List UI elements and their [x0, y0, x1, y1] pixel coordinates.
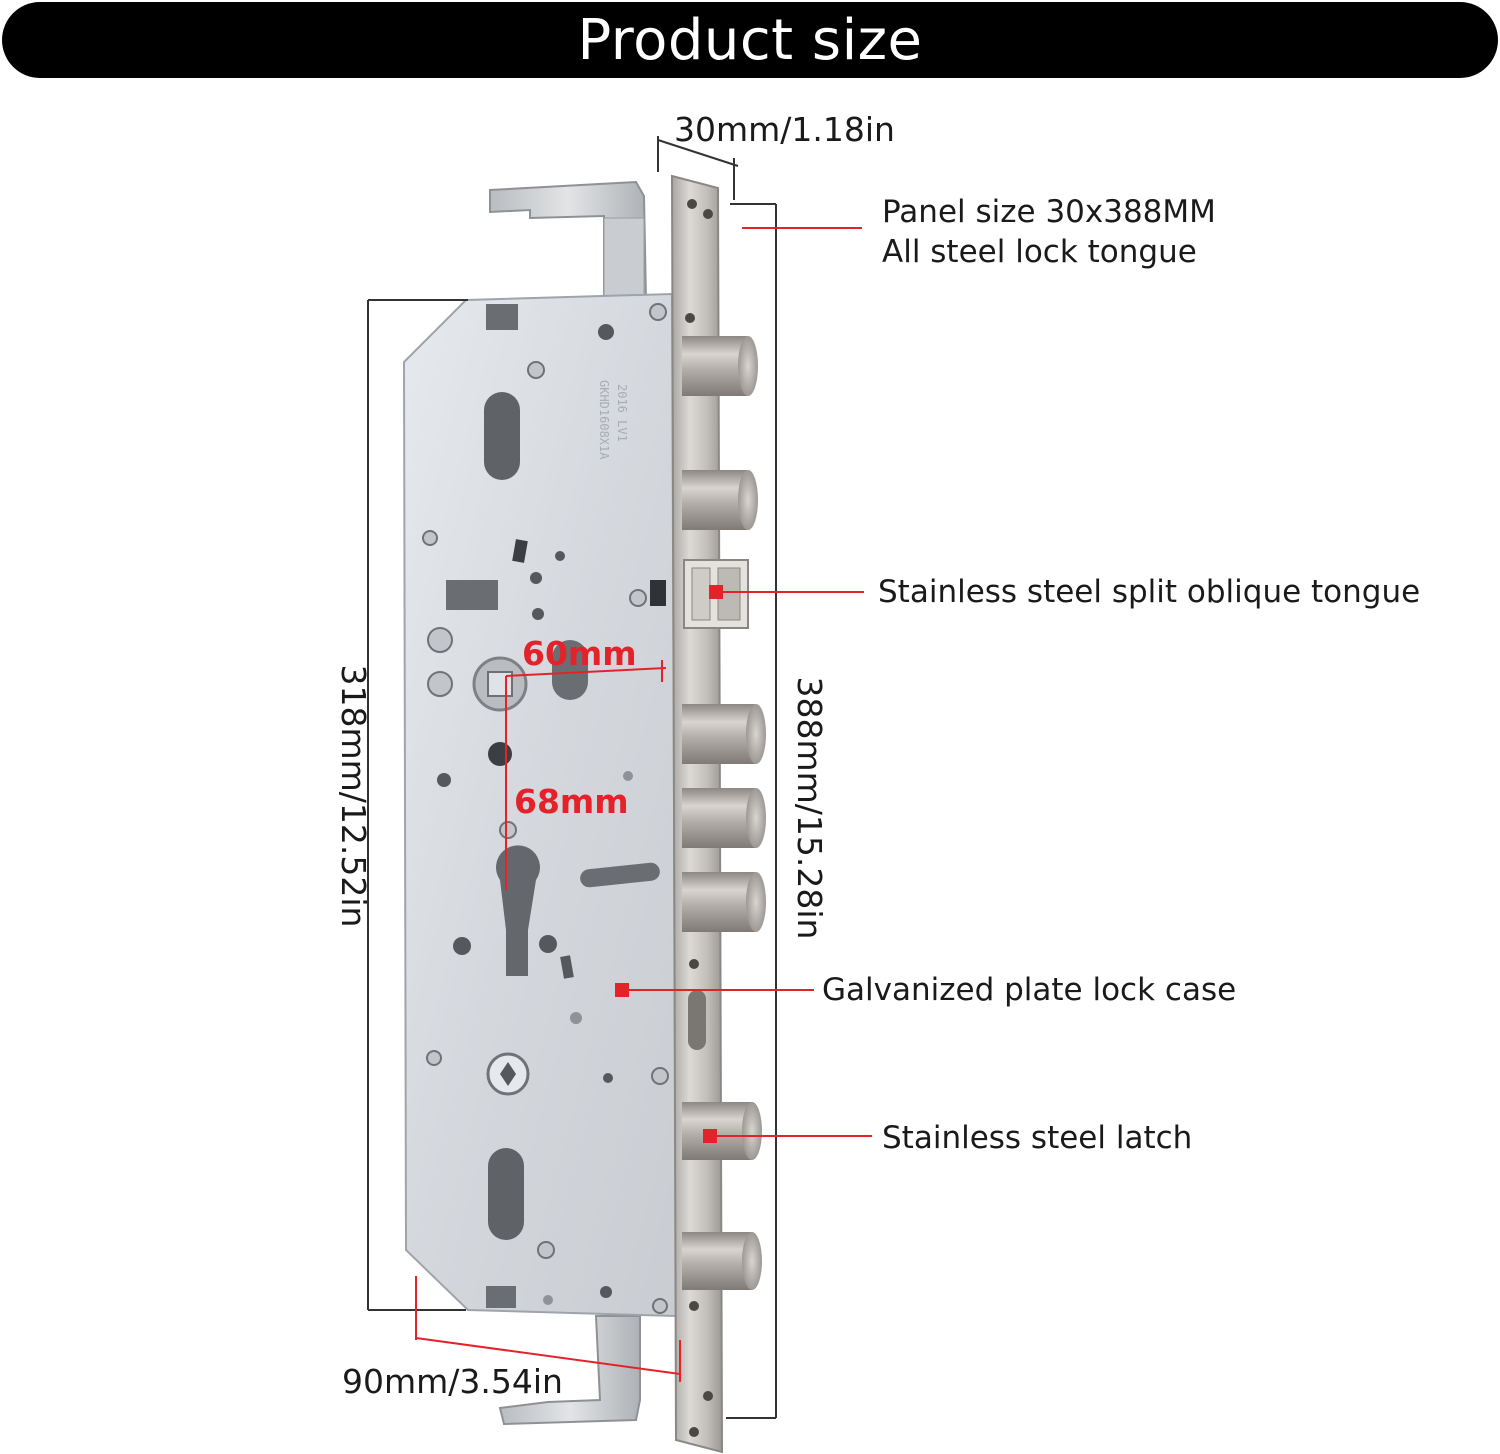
- panel-size-callout: Panel size 30x388MM: [882, 194, 1216, 230]
- case-length-label: 318mm/12.52in: [334, 664, 373, 928]
- page-title: Product size: [577, 7, 923, 73]
- header-banner: Product size: [2, 2, 1498, 78]
- panel-length-label: 388mm/15.28in: [790, 676, 829, 940]
- handle-cylinder-distance-label: 68mm: [514, 782, 629, 821]
- oblique-tongue-callout: Stainless steel split oblique tongue: [878, 574, 1421, 610]
- handle-offset-label: 60mm: [522, 634, 637, 673]
- panel-width-label: 30mm/1.18in: [674, 110, 895, 149]
- red-dimension-lines: [415, 227, 872, 1382]
- lock-case-callout: Galvanized plate lock case: [822, 972, 1237, 1008]
- bottom-hook: [498, 1315, 641, 1426]
- callout-dots: [615, 585, 723, 1143]
- svg-text:2016 LV1: 2016 LV1: [615, 384, 629, 442]
- top-hook: [489, 180, 648, 301]
- bolts: [682, 336, 766, 1290]
- lock-tongue-callout: All steel lock tongue: [882, 234, 1197, 270]
- latch-callout: Stainless steel latch: [882, 1120, 1193, 1156]
- svg-text:GKHD1608X1A: GKHD1608X1A: [597, 380, 611, 460]
- lock-case: GKHD1608X1A 2016 LV1: [402, 292, 678, 1318]
- dimension-lines: [367, 136, 777, 1419]
- case-width-label: 90mm/3.54in: [342, 1362, 563, 1401]
